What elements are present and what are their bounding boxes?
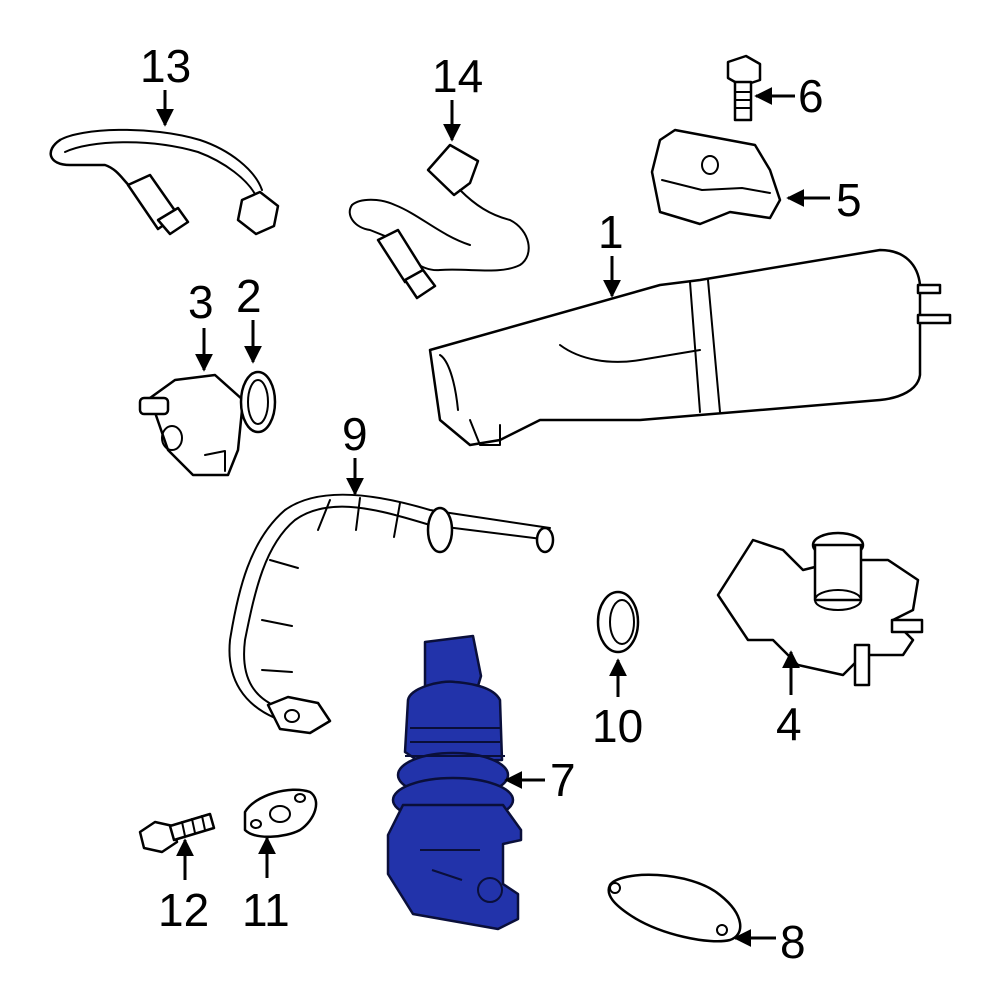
callout-10-label: 10 [592, 700, 643, 752]
callout-14: 14 [432, 50, 483, 142]
callout-6: 6 [754, 70, 824, 122]
callout-10: 10 [592, 658, 643, 752]
callout-9-label: 9 [342, 408, 368, 460]
callout-8-label: 8 [780, 916, 806, 968]
part-8-gasket[interactable] [607, 873, 742, 943]
part-7-egr-valve[interactable] [386, 634, 523, 931]
part-12-bolt[interactable] [138, 812, 216, 854]
callout-11-label: 11 [242, 884, 290, 936]
callout-7-label: 7 [550, 754, 576, 806]
part-2-o-ring[interactable] [239, 370, 277, 434]
callout-13-label: 13 [140, 40, 191, 92]
callout-1-label: 1 [598, 206, 624, 258]
part-5-sensor-bracket[interactable] [650, 128, 782, 226]
callout-4: 4 [776, 650, 802, 750]
part-4-solenoid-valve[interactable] [716, 531, 924, 687]
callout-12-label: 12 [158, 884, 209, 936]
part-13-oxygen-sensor[interactable] [49, 128, 280, 236]
callout-11: 11 [242, 836, 290, 936]
callout-9: 9 [342, 408, 368, 496]
callout-2-label: 2 [236, 270, 262, 322]
callout-4-label: 4 [776, 698, 802, 750]
part-9-egr-tube[interactable] [228, 493, 555, 735]
callout-6-label: 6 [798, 70, 824, 122]
callout-3: 3 [188, 276, 214, 372]
callout-5: 5 [786, 174, 862, 226]
callout-7: 7 [504, 754, 576, 806]
part-6-bolt[interactable] [726, 54, 762, 122]
callout-8: 8 [733, 916, 806, 968]
callout-13: 13 [140, 40, 191, 127]
callout-14-label: 14 [432, 50, 483, 102]
part-1-vapor-canister[interactable] [428, 248, 952, 447]
callout-2: 2 [236, 270, 262, 364]
callout-5-label: 5 [836, 174, 862, 226]
callout-12: 12 [158, 838, 209, 936]
callout-3-label: 3 [188, 276, 214, 328]
part-3-pressure-sensor[interactable] [138, 373, 245, 477]
part-11-gasket[interactable] [243, 788, 318, 838]
part-10-seal[interactable] [596, 590, 640, 654]
callout-1: 1 [598, 206, 624, 298]
part-14-oxygen-sensor[interactable] [348, 143, 530, 300]
